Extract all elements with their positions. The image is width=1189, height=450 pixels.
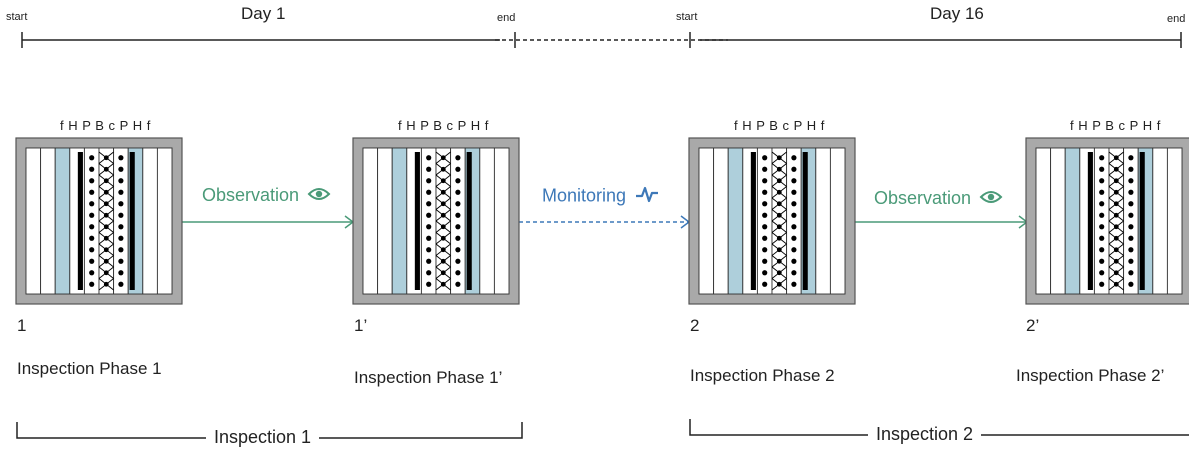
specimen-boxes (15, 137, 1189, 305)
arrow-observation-1 (181, 215, 355, 229)
timeline-end-label-1: end (497, 12, 516, 24)
timeline-day-label-1: Day 1 (241, 4, 286, 23)
timeline-end-label-2: end (1167, 13, 1186, 25)
layer-letters-3: f H P B c P H f (734, 118, 825, 133)
specimen-box-2 (352, 137, 520, 305)
inspection-label-1: Inspection 1 (206, 427, 320, 448)
eye-icon (307, 186, 331, 207)
layer-letters-1: f H P B c P H f (60, 118, 151, 133)
timeline-day-label-2: Day 16 (930, 4, 984, 23)
arrow-label-monitoring: Monitoring (538, 185, 664, 208)
phase-number-1: 1 (17, 316, 27, 335)
phase-label-2-prime: Inspection Phase 2’ (1016, 366, 1165, 385)
inspection-bracket-2 (689, 419, 1189, 436)
layer-letters-4: f H P B c P H f (1070, 118, 1161, 133)
specimen-box-1 (15, 137, 183, 305)
arrow-label-observation-1: Observation (198, 185, 335, 207)
phase-label-2: Inspection Phase 2 (690, 366, 835, 385)
eye-icon (979, 189, 1003, 210)
arrow-observation-2 (855, 215, 1029, 229)
layer-letters-2: f H P B c P H f (398, 118, 489, 133)
arrow-text-observation-2: Observation (874, 188, 972, 208)
timeline-day1 (21, 32, 516, 48)
timeline-day16 (689, 32, 1182, 48)
pulse-icon (635, 185, 659, 208)
timeline-start-label-2: start (676, 11, 698, 23)
phase-number-2-prime: 2’ (1026, 316, 1040, 335)
arrow-text-observation-1: Observation (202, 185, 300, 205)
phase-number-1-prime: 1’ (354, 316, 368, 335)
specimen-box-4 (1025, 137, 1189, 305)
specimen-box-3 (688, 137, 856, 305)
timeline-start-label-1: start (6, 11, 28, 23)
phase-number-2: 2 (690, 316, 700, 335)
inspection-label-2: Inspection 2 (868, 424, 982, 445)
arrow-monitoring (519, 215, 691, 229)
phase-label-1-prime: Inspection Phase 1’ (354, 368, 503, 387)
arrow-label-observation-2: Observation (870, 188, 1007, 210)
arrow-text-monitoring: Monitoring (542, 185, 627, 206)
phase-label-1: Inspection Phase 1 (17, 359, 162, 378)
